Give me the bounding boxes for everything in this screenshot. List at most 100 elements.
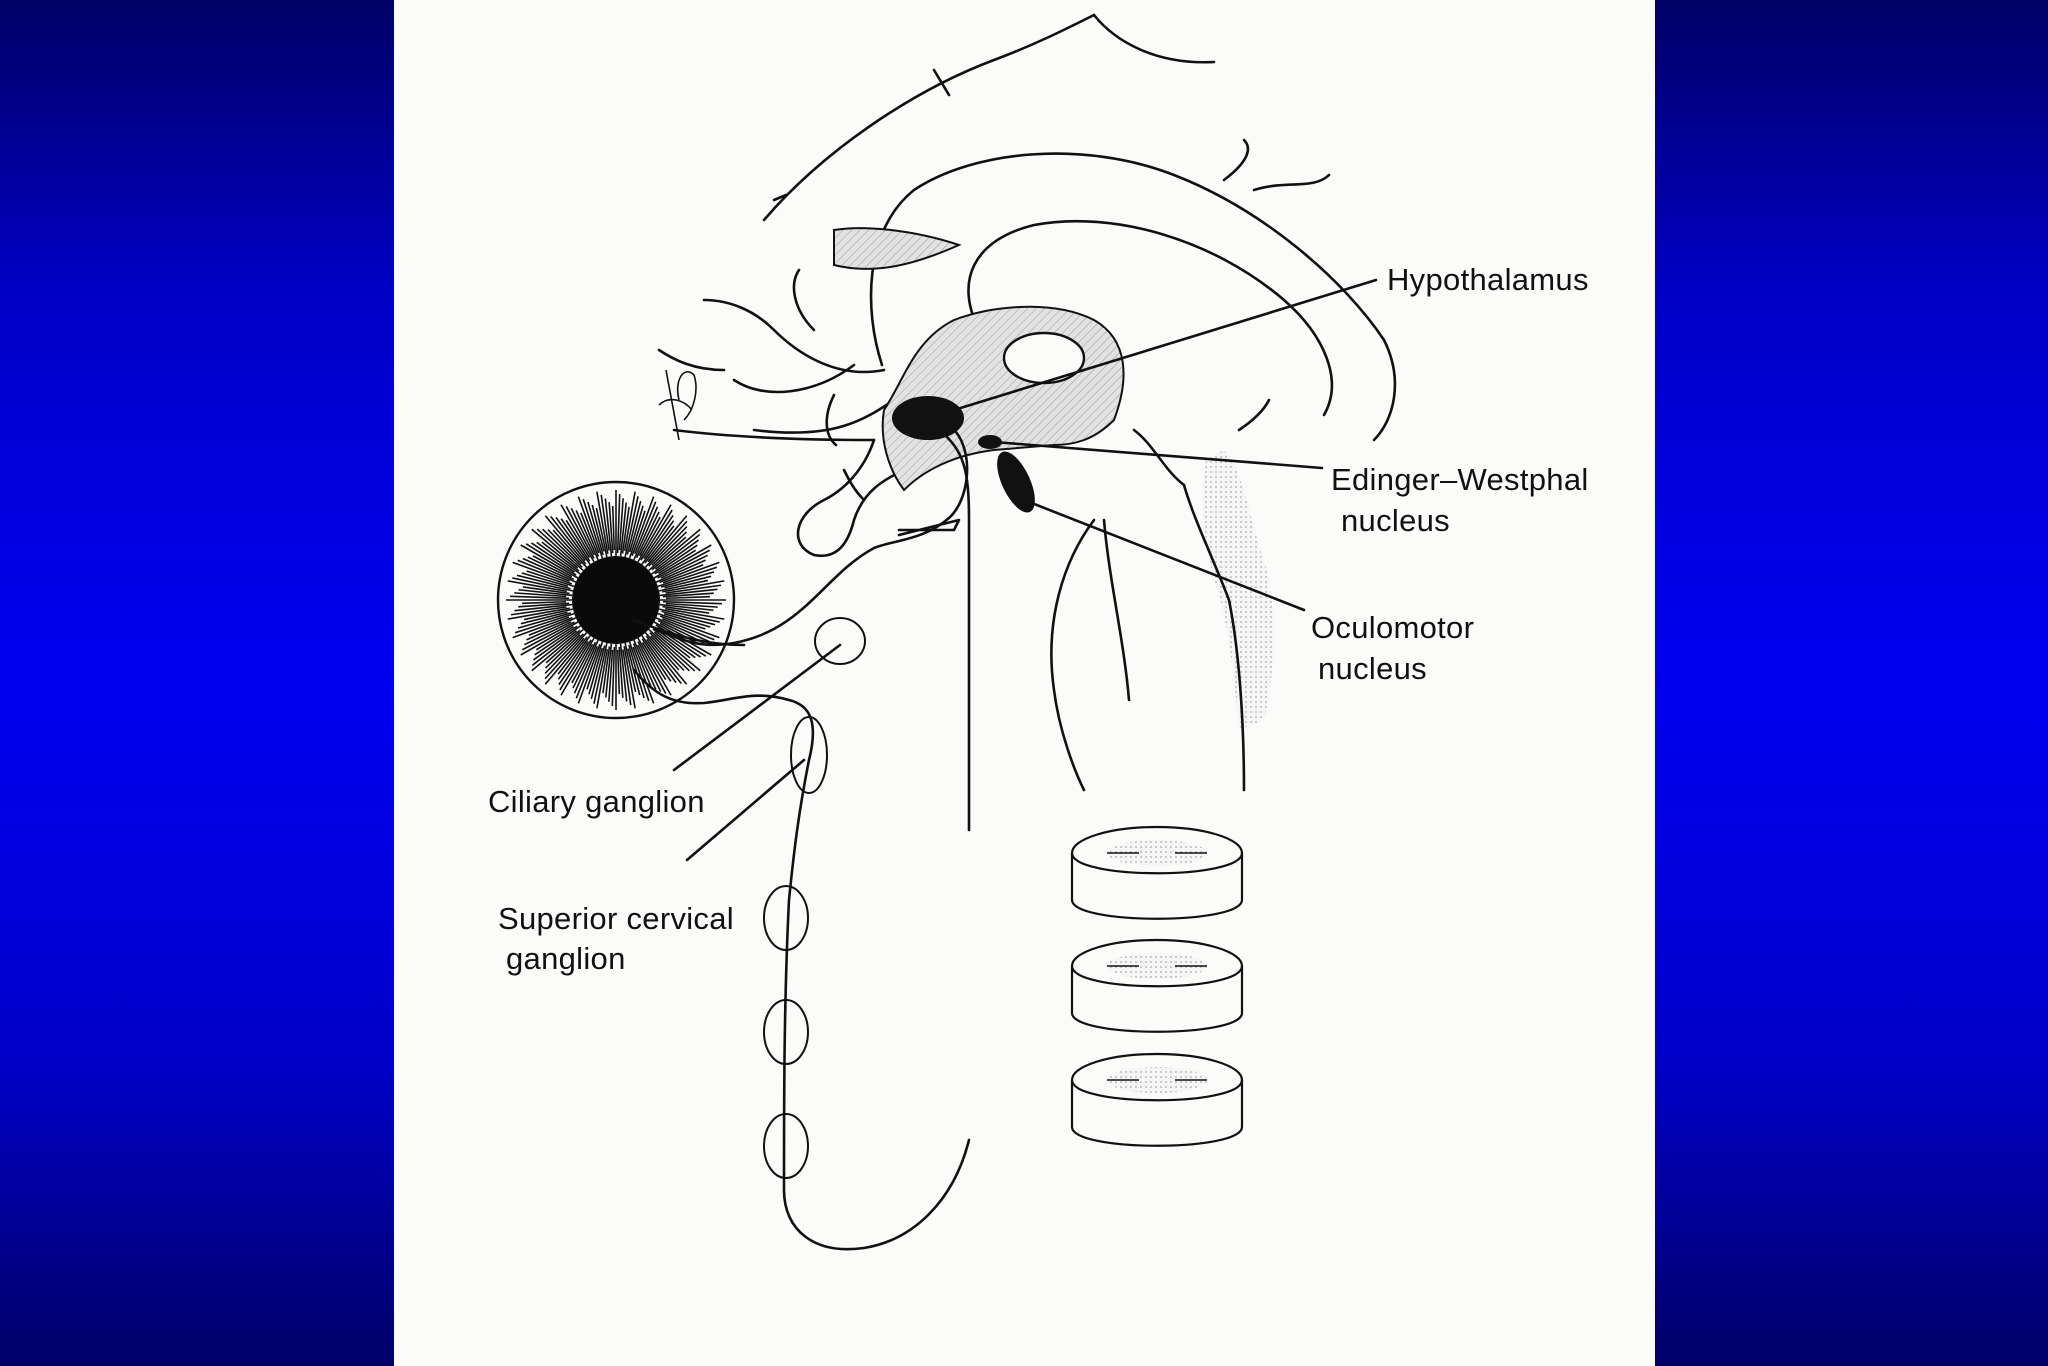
iris-ray bbox=[631, 496, 655, 557]
iris-ray bbox=[544, 637, 585, 685]
iris-ray bbox=[520, 621, 579, 656]
iris-ray bbox=[535, 625, 575, 651]
label-edinger-westphal: Edinger–Westphal bbox=[1331, 462, 1589, 497]
label-edinger-westphal-line2: nucleus bbox=[1341, 503, 1450, 538]
slide-panel: Hypothalamus Edinger–Westphal nucleus Oc… bbox=[394, 0, 1655, 1366]
iris-ray bbox=[571, 643, 594, 684]
iris-ray bbox=[588, 647, 603, 695]
spinal-cord-segment-icon bbox=[1070, 938, 1244, 1033]
iris-ray bbox=[644, 525, 675, 564]
iris-ray bbox=[518, 602, 570, 608]
iris-ray bbox=[633, 506, 659, 561]
iris-ray bbox=[629, 505, 644, 553]
iris-ray bbox=[596, 649, 609, 709]
iris-ray bbox=[514, 612, 575, 634]
paravertebral-ganglion-icon bbox=[763, 1113, 809, 1179]
iris-ray bbox=[531, 528, 579, 569]
iris-ray bbox=[552, 529, 588, 568]
iris-ray bbox=[651, 528, 701, 571]
iris-ray bbox=[661, 610, 716, 626]
iris-ray bbox=[557, 635, 591, 680]
iris-ray bbox=[635, 511, 660, 559]
iris-ray bbox=[565, 506, 595, 559]
iris-ray bbox=[619, 502, 628, 557]
superior-cervical-ganglion-icon bbox=[790, 716, 828, 794]
iris-ray bbox=[616, 649, 621, 694]
iris-ray bbox=[523, 621, 572, 646]
iris-ray bbox=[665, 607, 725, 620]
iris-ray bbox=[533, 625, 581, 661]
spinal-cord-segment-icon bbox=[1070, 1052, 1244, 1147]
iris-ray bbox=[665, 595, 710, 600]
iris-ray bbox=[608, 649, 614, 702]
iris-ray bbox=[531, 629, 581, 672]
iris-ray bbox=[602, 646, 611, 694]
iris-ray bbox=[611, 506, 616, 551]
label-superior-cervical-line2: ganglion bbox=[506, 941, 626, 976]
iris-ray bbox=[658, 579, 709, 592]
iris-ray bbox=[526, 570, 575, 588]
iris-ray bbox=[659, 622, 700, 645]
iris-ray bbox=[596, 491, 609, 554]
iris-ray bbox=[528, 616, 573, 636]
iris-ray bbox=[662, 600, 722, 605]
iris-ray bbox=[573, 639, 599, 694]
iris-ray bbox=[544, 634, 581, 669]
iris-ray bbox=[644, 632, 680, 671]
iris-ray bbox=[577, 496, 600, 554]
iris-ray bbox=[545, 628, 584, 664]
spinal-cord-segments bbox=[1070, 825, 1244, 1147]
iris-ray bbox=[522, 621, 575, 651]
iris-ray bbox=[590, 645, 606, 700]
iris-ray bbox=[659, 603, 714, 612]
iris-ray bbox=[507, 607, 570, 620]
iris-ray bbox=[628, 641, 650, 702]
iris-ray bbox=[632, 643, 652, 688]
iris-ray bbox=[593, 642, 608, 704]
iris-ray bbox=[662, 561, 720, 584]
iris-ray bbox=[659, 615, 720, 639]
iris-ray bbox=[632, 646, 655, 704]
iris-ray bbox=[587, 501, 604, 556]
iris-ray bbox=[637, 637, 672, 696]
iris-ray bbox=[633, 639, 657, 690]
iris-ray bbox=[623, 491, 636, 551]
iris-ray bbox=[641, 641, 667, 681]
iris-ray bbox=[637, 504, 672, 563]
iris-ray bbox=[575, 510, 599, 561]
iris-ray bbox=[558, 641, 589, 686]
iris-ray bbox=[659, 588, 718, 597]
iris-ray bbox=[572, 641, 597, 689]
iris-ray bbox=[663, 613, 711, 628]
edinger-westphal-nucleus bbox=[978, 435, 1002, 449]
iris-ray bbox=[623, 646, 636, 709]
iris-ray bbox=[637, 641, 667, 694]
iris-ray bbox=[521, 572, 569, 587]
iris-ray bbox=[560, 518, 591, 562]
iris-ray bbox=[662, 617, 715, 641]
iris-ray bbox=[665, 584, 722, 594]
iris-ray bbox=[654, 544, 698, 575]
iris-ray bbox=[512, 577, 574, 592]
iris-ray bbox=[657, 549, 697, 575]
iris-ray bbox=[550, 515, 586, 562]
iris-icon bbox=[496, 480, 736, 720]
iris-ray bbox=[516, 574, 571, 590]
iris-ray bbox=[659, 564, 704, 584]
label-hypothalamus: Hypothalamus bbox=[1387, 262, 1589, 297]
iris-ray bbox=[657, 549, 710, 579]
iris-ray bbox=[534, 625, 578, 656]
iris-ray bbox=[651, 539, 699, 575]
iris-ray bbox=[512, 616, 570, 639]
iris-ray bbox=[637, 644, 662, 693]
iris-ray bbox=[658, 608, 720, 623]
iris-ray bbox=[522, 586, 570, 595]
iris-ray bbox=[628, 510, 646, 559]
iris-ray bbox=[618, 646, 624, 698]
iris-ray bbox=[650, 635, 685, 672]
iris-ray bbox=[555, 517, 591, 565]
iris-ray bbox=[586, 641, 604, 690]
label-ciliary-ganglion: Ciliary ganglion bbox=[488, 784, 705, 819]
iris-ray bbox=[522, 600, 567, 605]
iris-ray bbox=[657, 612, 706, 630]
